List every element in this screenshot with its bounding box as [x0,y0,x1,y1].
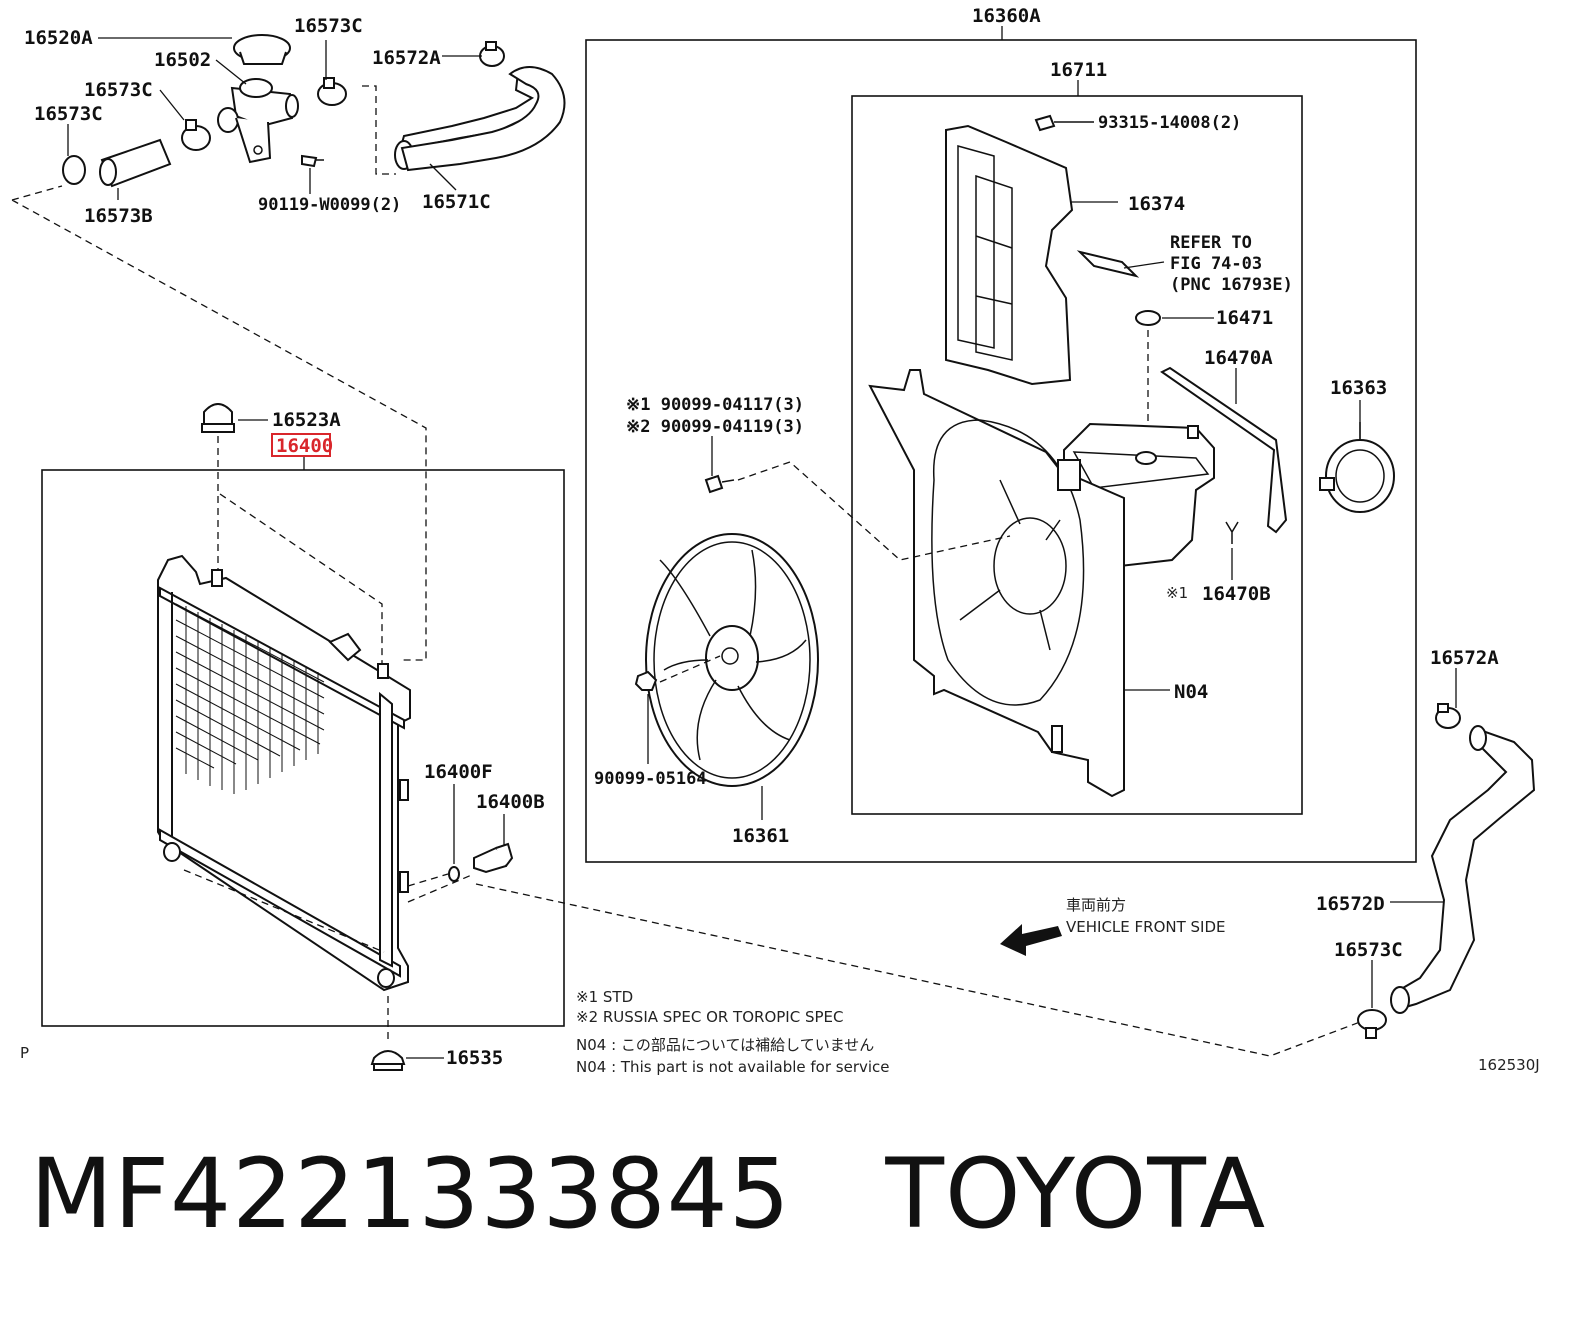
label-refer-2: FIG 74-03 [1170,254,1262,274]
label-16470A: 16470A [1204,347,1273,369]
label-sticker-16793E [1076,250,1140,278]
hose-clamp-16573C-right [1357,1009,1387,1039]
label-16470B-mark: ※1 [1166,584,1188,602]
lower-hose-16572D [1390,725,1536,1014]
note-std: ※1 STD [576,988,633,1006]
label-16572A-right: 16572A [1430,647,1499,669]
label-16573C-right: 16573C [1334,939,1403,961]
hose-clamp-16572A-top [479,41,505,67]
label-bolt-1: ※1 90099-04117(3) [626,395,804,415]
label-16361: 16361 [732,825,789,847]
leader-16571C [429,163,457,191]
label-16535: 16535 [446,1047,503,1069]
dash-bolt [737,461,1011,561]
fan-motor-16363 [1319,422,1395,513]
label-16520A: 16520A [24,27,93,49]
radiator-frame-16400 [41,469,565,1027]
part-labels: 16520A 16502 16573C 16573C 16573C 16573B… [24,5,1499,1069]
dash-upper-tank [219,493,383,674]
note-n04-jp: N04 : この部品については補給していません [576,1036,874,1054]
dash-nut [659,655,721,683]
lower-mount-16535 [370,1050,406,1071]
leader-16573C-mid [159,89,185,121]
label-16400: 16400 [276,435,333,457]
caption-spacer [791,1138,886,1250]
clip-16471 [1135,310,1161,326]
caption-part-number: MF4221333845 [30,1138,791,1250]
leader-refer [1123,261,1165,269]
shroud-N04 [868,369,1125,798]
part-number-caption: MF4221333845 TOYOTA [30,1138,1266,1250]
label-16400F: 16400F [424,761,493,783]
highlight-box-16400 [271,433,331,457]
dash-drain [407,873,1361,1057]
label-N04: N04 [1174,681,1208,703]
bolt-90119 [301,154,324,168]
dash-lower-tank [183,869,385,953]
note-n04-en: N04 : This part is not available for ser… [576,1058,890,1076]
label-16502: 16502 [154,49,211,71]
o-ring-16400F [448,866,460,882]
radiator-core-grid [175,603,325,794]
filler-neck-16502 [217,78,299,164]
fan-bolt [704,474,735,494]
front-arrow-icon [1000,924,1062,956]
fan-assembly-frame-16360A [585,39,1417,863]
note-p-mark: P [20,1044,29,1062]
label-refer-1: REFER TO [1170,233,1252,253]
label-93315: 93315-14008(2) [1098,113,1241,133]
bolt-93315 [1034,114,1094,132]
fan-16361 [645,533,819,787]
label-16573C-mid: 16573C [84,79,153,101]
hose-clamp-16572A-right [1435,703,1461,729]
leader-16502 [215,59,247,85]
radiator-cap-16520A [233,34,291,65]
fan-nut-90099-05164 [634,670,658,691]
caption-brand: TOYOTA [885,1138,1267,1250]
shroud-plate-16374 [945,124,1074,386]
label-16573C-top: 16573C [294,15,363,37]
hose-clamp-16573C-mid [181,119,211,151]
diagram-notes: 車両前方 VEHICLE FRONT SIDE ※1 STD ※2 RUSSIA… [20,896,1540,1076]
label-16374: 16374 [1128,193,1185,215]
note-fig-number: 162530J [1478,1056,1540,1074]
upper-hose-16571C [394,66,566,172]
label-16571C: 16571C [422,191,491,213]
label-90119: 90119-W0099(2) [258,195,401,215]
label-16573B: 16573B [84,205,153,227]
label-16572D: 16572D [1316,893,1385,915]
label-16363: 16363 [1330,377,1387,399]
label-16360A: 16360A [972,5,1041,27]
label-16711: 16711 [1050,59,1107,81]
label-16470B: 16470B [1202,583,1271,605]
label-90099-05164: 90099-05164 [594,769,707,789]
label-16523A: 16523A [272,409,341,431]
label-bolt-2: ※2 90099-04119(3) [626,417,804,437]
dash-left-radiator [11,185,427,661]
label-refer-3: (PNC 16793E) [1170,275,1293,295]
label-16471: 16471 [1216,307,1273,329]
clip-16470B [1225,521,1239,544]
note-front-jp: 車両前方 [1066,896,1126,914]
radiator-core-16400 [157,554,411,992]
label-16573C-left: 16573C [34,103,103,125]
hose-clamp-16573C-left [62,155,86,185]
drain-plug-16523A [201,403,235,433]
label-16572A-top: 16572A [372,47,441,69]
dash-top-link [362,85,396,175]
note-russia: ※2 RUSSIA SPEC OR TOROPIC SPEC [576,1008,844,1026]
hose-16573B [99,138,172,188]
hose-clamp-16573C-upper [317,77,347,106]
shroud-frame-16711 [851,95,1303,815]
label-16400B: 16400B [476,791,545,813]
note-front-en: VEHICLE FRONT SIDE [1066,918,1226,936]
overflow-hose-16470A [1160,366,1288,534]
drain-cock-16400B [473,842,514,874]
